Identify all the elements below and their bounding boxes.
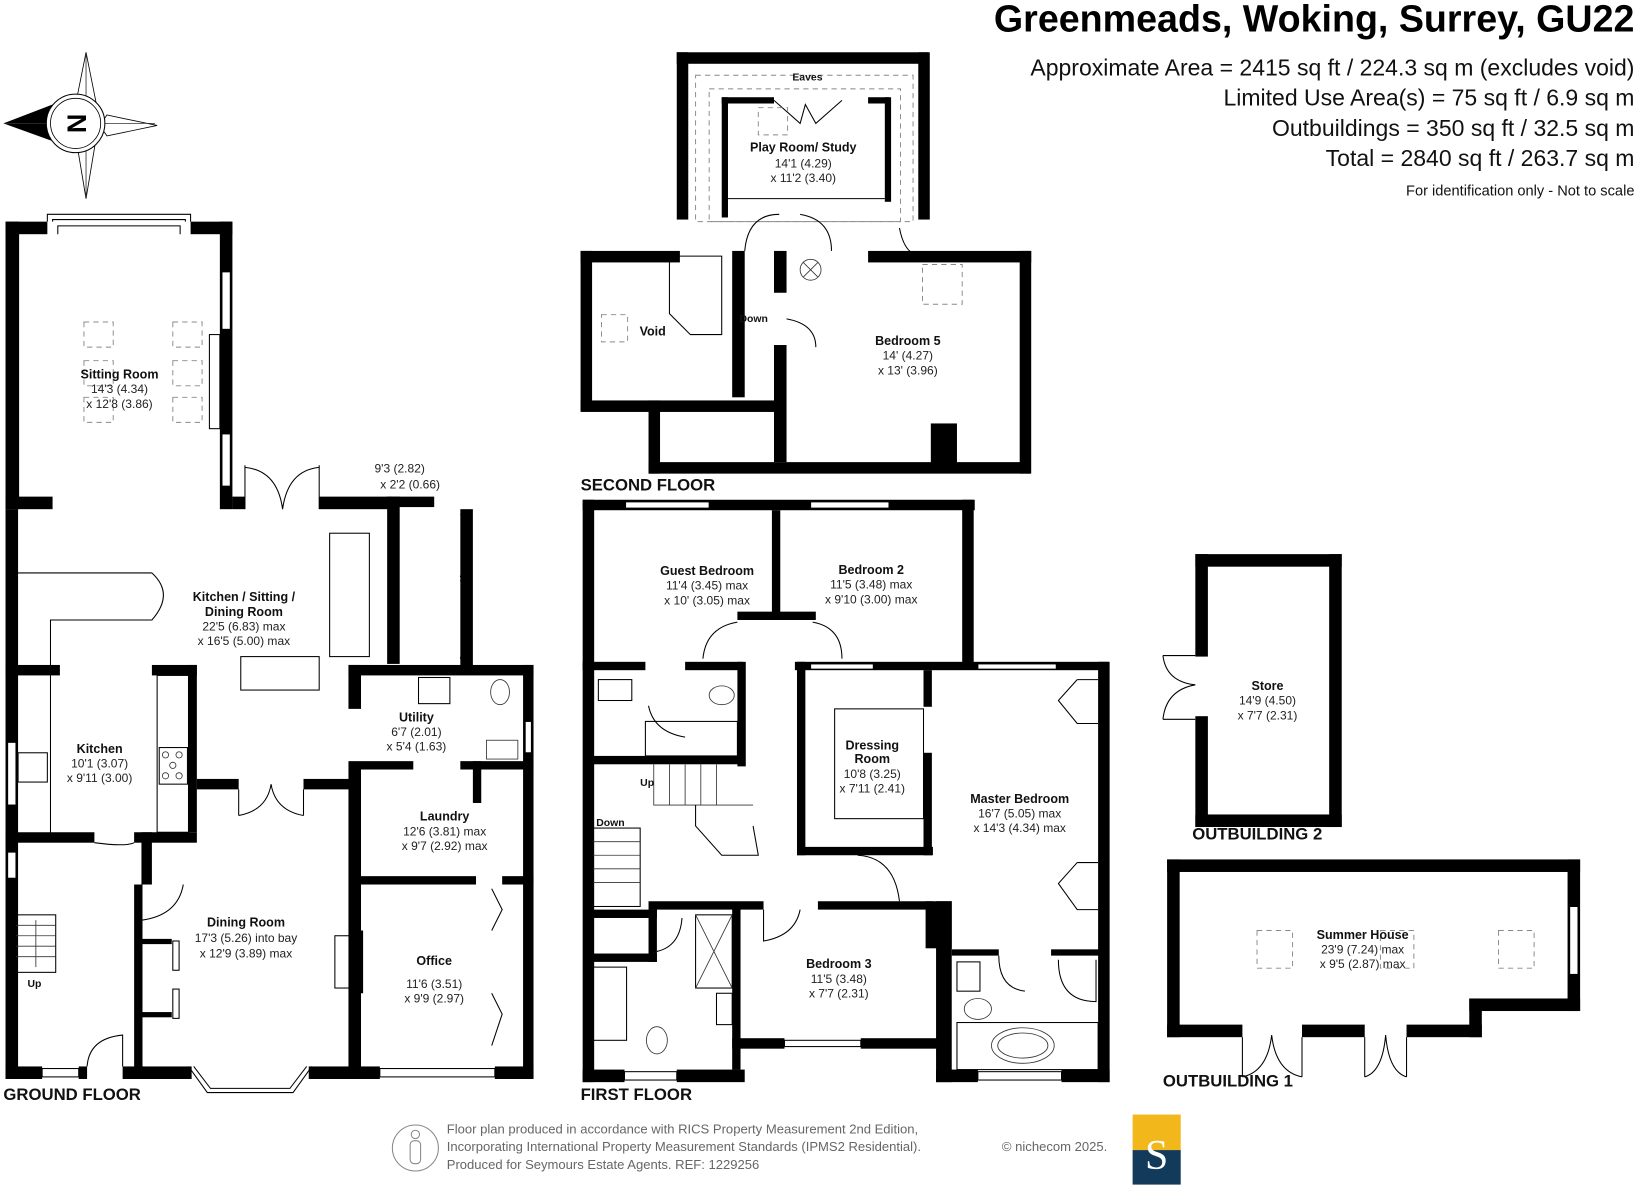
svg-text:x 2'2 (0.66): x 2'2 (0.66) — [380, 477, 440, 491]
svg-text:Play Room/ Study: Play Room/ Study — [750, 141, 857, 155]
svg-text:Room: Room — [855, 752, 891, 766]
svg-text:Up: Up — [640, 778, 654, 789]
svg-text:Produced for Seymours Estate A: Produced for Seymours Estate Agents. REF… — [447, 1157, 760, 1172]
svg-text:11'4 (3.45) max: 11'4 (3.45) max — [666, 579, 748, 593]
svg-text:Dining Room: Dining Room — [207, 915, 285, 929]
first-floor: Guest Bedroom 11'4 (3.45) max x 10' (3.0… — [581, 499, 1110, 1104]
second-floor-label: SECOND FLOOR — [581, 475, 716, 494]
toilet-icon — [490, 679, 510, 706]
outbuilding-2-label: OUTBUILDING 2 — [1192, 825, 1322, 844]
svg-text:14' (4.27): 14' (4.27) — [883, 349, 933, 363]
scale-note: For identification only - Not to scale — [1406, 184, 1634, 200]
ground-floor-label: GROUND FLOOR — [3, 1085, 140, 1104]
second-floor: Eaves Play Room/ Study 14'1 (4.29) x 11'… — [580, 52, 1032, 494]
svg-text:22'5 (6.83) max: 22'5 (6.83) max — [202, 619, 285, 633]
svg-text:x 9'7 (2.92) max: x 9'7 (2.92) max — [402, 839, 488, 853]
outbuilding-1: Summer House 23'9 (7.24) max x 9'5 (2.87… — [1163, 859, 1581, 1090]
footer: Floor plan produced in accordance with R… — [391, 1114, 1181, 1185]
room-name: Sitting Room — [81, 367, 159, 381]
seymours-logo: S — [1132, 1114, 1181, 1185]
approx-area: Approximate Area = 2415 sq ft / 224.3 sq… — [1030, 54, 1634, 80]
svg-text:x 7'11 (2.41): x 7'11 (2.41) — [840, 782, 906, 796]
svg-text:x 9'11 (3.00): x 9'11 (3.00) — [67, 771, 133, 785]
svg-text:Store: Store — [1251, 679, 1283, 693]
svg-text:Utility: Utility — [399, 710, 434, 724]
skylight-icon — [83, 321, 203, 423]
svg-text:14'9 (4.50): 14'9 (4.50) — [1239, 694, 1296, 708]
svg-text:Master Bedroom: Master Bedroom — [970, 792, 1069, 806]
svg-text:Bedroom 5: Bedroom 5 — [875, 334, 940, 348]
svg-text:11'6 (3.51): 11'6 (3.51) — [406, 977, 462, 991]
svg-text:x 12'8 (3.86): x 12'8 (3.86) — [86, 397, 152, 411]
svg-text:Incorporating International Pr: Incorporating International Property Mea… — [447, 1139, 921, 1154]
svg-text:11'5 (3.48) max: 11'5 (3.48) max — [830, 578, 912, 592]
svg-text:Summer House: Summer House — [1317, 928, 1409, 942]
svg-text:Kitchen / Sitting /: Kitchen / Sitting / — [193, 590, 296, 604]
svg-text:Dressing: Dressing — [845, 739, 899, 753]
north-compass-icon: N — [3, 52, 158, 199]
svg-text:x 5'4 (1.63): x 5'4 (1.63) — [387, 740, 447, 754]
svg-text:Down: Down — [596, 818, 624, 829]
first-floor-label: FIRST FLOOR — [581, 1085, 692, 1104]
svg-text:x 14'3 (4.34) max: x 14'3 (4.34) max — [973, 821, 1065, 835]
svg-text:Guest Bedroom: Guest Bedroom — [660, 564, 754, 578]
svg-text:Bedroom 3: Bedroom 3 — [806, 957, 871, 971]
limited-use-area: Limited Use Area(s) = 75 sq ft / 6.9 sq … — [1223, 85, 1634, 111]
svg-text:14'3 (4.34): 14'3 (4.34) — [91, 382, 148, 396]
sink-icon — [17, 752, 48, 783]
svg-text:x 10' (3.05) max: x 10' (3.05) max — [664, 593, 750, 607]
svg-text:Void: Void — [640, 325, 666, 339]
total-area: Total = 2840 sq ft / 263.7 sq m — [1326, 145, 1635, 171]
svg-text:6'7 (2.01): 6'7 (2.01) — [391, 725, 441, 739]
svg-text:Down: Down — [739, 314, 767, 325]
outbuilding-1-label: OUTBUILDING 1 — [1163, 1071, 1293, 1090]
svg-text:x 13' (3.96): x 13' (3.96) — [878, 363, 938, 377]
svg-text:Dining Room: Dining Room — [205, 605, 283, 619]
header: Greenmeads, Woking, Surrey, GU22 Approxi… — [994, 0, 1635, 200]
outbuilding-2: Store 14'9 (4.50) x 7'7 (2.31) OUTBUILDI… — [1162, 554, 1342, 844]
property-title: Greenmeads, Woking, Surrey, GU22 — [994, 0, 1635, 39]
svg-text:10'1 (3.07): 10'1 (3.07) — [71, 756, 128, 770]
ground-floor: Sitting Room 14'3 (4.34) x 12'8 (3.86) 9… — [3, 213, 534, 1104]
outbuildings-area: Outbuildings = 350 sq ft / 32.5 sq m — [1272, 115, 1634, 141]
svg-text:Bedroom 2: Bedroom 2 — [839, 563, 904, 577]
hob-icon — [158, 747, 188, 785]
svg-text:x 9'9 (2.97): x 9'9 (2.97) — [404, 992, 464, 1006]
svg-text:S: S — [1145, 1133, 1168, 1179]
svg-text:17'3 (5.26) into bay: 17'3 (5.26) into bay — [195, 931, 297, 945]
copyright: © nichecom 2025. — [1002, 1139, 1107, 1154]
person-measure-icon — [391, 1124, 439, 1172]
svg-text:Eaves: Eaves — [792, 73, 822, 84]
svg-text:x 9'5 (2.87) max: x 9'5 (2.87) max — [1320, 957, 1406, 971]
svg-text:12'6 (3.81) max: 12'6 (3.81) max — [403, 824, 486, 838]
svg-text:Up: Up — [27, 979, 41, 990]
svg-text:10'8 (3.25): 10'8 (3.25) — [844, 767, 901, 781]
svg-text:11'5 (3.48): 11'5 (3.48) — [811, 972, 867, 986]
bath-icon — [991, 1027, 1055, 1064]
svg-text:x 9'10 (3.00) max: x 9'10 (3.00) max — [825, 592, 917, 606]
svg-text:23'9 (7.24) max: 23'9 (7.24) max — [1321, 943, 1404, 957]
svg-text:x 12'9 (3.89) max: x 12'9 (3.89) max — [200, 947, 292, 961]
svg-text:9'3 (2.82): 9'3 (2.82) — [374, 462, 424, 476]
svg-text:x 7'7 (2.31): x 7'7 (2.31) — [809, 986, 869, 1000]
svg-text:16'7 (5.05) max: 16'7 (5.05) max — [978, 807, 1061, 821]
svg-text:x 11'2 (3.40): x 11'2 (3.40) — [771, 171, 837, 185]
svg-text:Office: Office — [416, 954, 452, 968]
svg-text:x 16'5 (5.00) max: x 16'5 (5.00) max — [198, 634, 290, 648]
svg-text:Floor plan produced in accorda: Floor plan produced in accordance with R… — [447, 1121, 918, 1136]
svg-text:14'1 (4.29): 14'1 (4.29) — [775, 156, 832, 170]
basin-icon — [486, 739, 519, 760]
svg-text:N: N — [61, 114, 92, 134]
svg-text:x 7'7 (2.31): x 7'7 (2.31) — [1238, 708, 1298, 722]
svg-text:Laundry: Laundry — [420, 810, 469, 824]
svg-text:Kitchen: Kitchen — [77, 742, 123, 756]
